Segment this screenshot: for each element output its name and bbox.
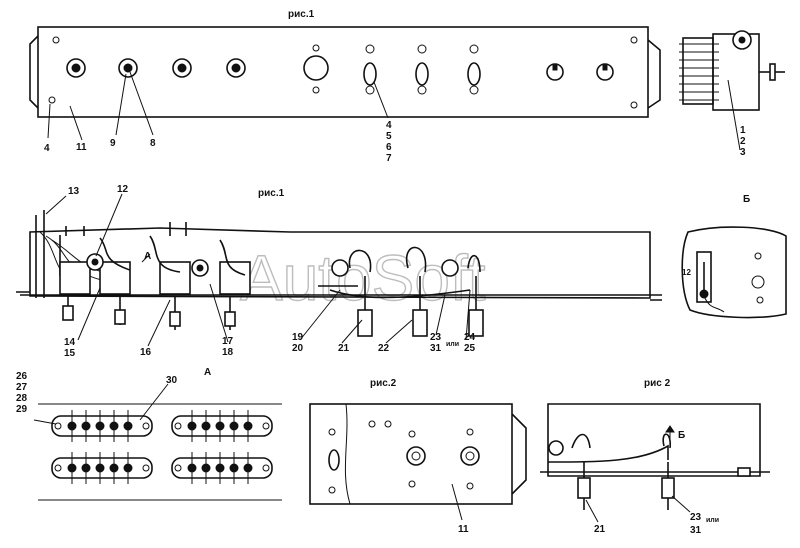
- callout-13: 13: [68, 186, 80, 197]
- caption-view-b: Б: [743, 194, 750, 205]
- callout-14: 14: [64, 337, 76, 348]
- callout-25: 25: [464, 343, 476, 354]
- callout-21-fig2: 21: [594, 524, 606, 535]
- toggle-switches: [363, 44, 481, 95]
- callout-8: 8: [150, 138, 156, 149]
- callout-24: 24: [464, 332, 476, 343]
- fig2-side-view: рис 2 Б 21 23 или 31: [540, 378, 770, 536]
- callout-4b: 4: [386, 120, 392, 131]
- callout-27: 27: [16, 382, 28, 393]
- callout-23: 23: [430, 332, 442, 343]
- callout-3: 3: [740, 147, 746, 158]
- callout-ili: или: [446, 341, 459, 348]
- callout-2: 2: [740, 136, 746, 147]
- callout-19: 19: [292, 332, 304, 343]
- callout-ili-fig2: или: [706, 517, 719, 524]
- callout-30: 30: [166, 375, 178, 386]
- callout-11-fig2: 11: [458, 524, 469, 535]
- terminal-screws: [67, 421, 253, 473]
- caption-fig1-mid: рис.1: [258, 188, 285, 199]
- view-a-terminal-blocks: А 26 27 28 29 30: [16, 367, 282, 501]
- callout-23-fig2: 23: [690, 512, 702, 523]
- middle-internal-view: рис.1: [16, 184, 662, 359]
- caption-fig2-right: рис 2: [644, 378, 671, 389]
- top-front-panel: рис.1 4: [29, 9, 661, 164]
- watermark-text: AutoSoft: [240, 242, 486, 314]
- callout-26: 26: [16, 371, 28, 382]
- callout-4a: 4: [44, 143, 50, 154]
- callout-12: 12: [117, 184, 129, 195]
- callout-16: 16: [140, 347, 152, 358]
- callout-22: 22: [378, 343, 390, 354]
- fig2-front-panel: рис.2 11: [309, 378, 527, 535]
- callout-5: 5: [386, 131, 392, 142]
- relay-side-view: 1 2 3: [679, 30, 785, 158]
- caption-fig2-left: рис.2: [370, 378, 397, 389]
- callout-28: 28: [16, 393, 28, 404]
- callout-11: 11: [76, 142, 87, 153]
- panel-outline: [37, 26, 649, 118]
- callout-21: 21: [338, 343, 350, 354]
- callout-9: 9: [110, 138, 116, 149]
- lamp-sockets: [66, 58, 246, 78]
- callout-7: 7: [386, 153, 392, 164]
- callout-12-b: 12: [682, 268, 691, 277]
- callout-20: 20: [292, 343, 304, 354]
- callout-18: 18: [222, 347, 234, 358]
- view-b-detail: Б 12: [681, 194, 787, 319]
- callout-29: 29: [16, 404, 28, 415]
- callout-6: 6: [386, 142, 392, 153]
- callout-15: 15: [64, 348, 76, 359]
- callout-b-arrow: Б: [678, 430, 685, 441]
- callout-31: 31: [430, 343, 442, 354]
- callout-1: 1: [740, 125, 746, 136]
- callout-a-arrow: А: [144, 251, 151, 262]
- callout-17: 17: [222, 336, 234, 347]
- caption-fig1-top: рис.1: [288, 9, 315, 20]
- caption-view-a: А: [204, 367, 211, 378]
- callout-31-fig2: 31: [690, 525, 702, 536]
